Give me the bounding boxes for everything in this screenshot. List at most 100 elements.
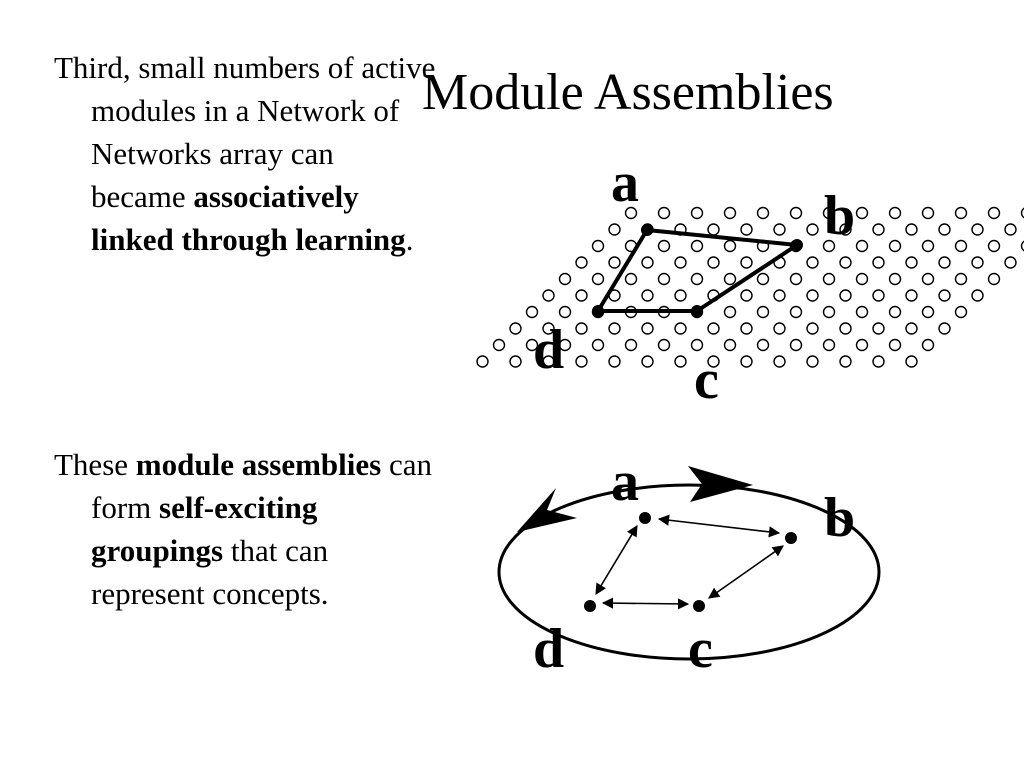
lattice-module (888, 272, 902, 286)
lattice-module (921, 239, 935, 253)
lattice-module (888, 206, 902, 220)
lattice-module (938, 322, 951, 335)
p1-bold-1: associatively linked through learning (91, 179, 406, 257)
lattice-module (525, 338, 539, 352)
lattice-module (1004, 223, 1017, 236)
lattice-module (591, 338, 605, 352)
link-b-c (708, 545, 784, 599)
lattice-module (608, 355, 621, 368)
lattice-module (822, 206, 836, 220)
lattice-module (806, 223, 819, 236)
lattice-module (789, 206, 803, 220)
bottom-label-d: d (533, 618, 564, 680)
p2-text-1: These (54, 447, 136, 482)
lattice-module (624, 206, 638, 220)
lattice-module (971, 256, 984, 269)
lattice-module (542, 355, 555, 368)
loop-arrowhead-top (688, 466, 753, 502)
lattice-module (690, 338, 704, 352)
lattice-module (740, 355, 753, 368)
p2-bold-2: self-exciting groupings (91, 490, 318, 568)
lattice-module (938, 223, 951, 236)
bullet-paragraph-1: Third, small numbers of active modules i… (54, 46, 436, 261)
lattice-module (674, 322, 687, 335)
lattice-module (971, 223, 984, 236)
lattice-module (624, 338, 638, 352)
lattice-module (723, 305, 737, 319)
lattice-module (641, 289, 654, 302)
lattice-module (575, 355, 588, 368)
lattice-module (641, 256, 654, 269)
lattice-module (855, 272, 869, 286)
lattice-module (707, 223, 720, 236)
node-b (791, 239, 803, 251)
p2-bold-1: module assemblies (135, 447, 382, 482)
lattice-module (690, 239, 704, 253)
lattice-module (987, 272, 1001, 286)
loop-ellipse (497, 483, 881, 661)
bottom-label-c: c (688, 618, 713, 680)
lattice-module (971, 289, 984, 302)
lattice-module (921, 338, 935, 352)
lattice-module (855, 239, 869, 253)
lattice-module (921, 305, 935, 319)
lattice-module (1004, 256, 1017, 269)
self-exciting-loop (497, 466, 881, 661)
lattice-module (921, 206, 935, 220)
lattice-module (938, 256, 951, 269)
node-a (641, 224, 653, 236)
lattice-module (657, 272, 671, 286)
lattice-module (558, 338, 572, 352)
lattice-module (476, 355, 489, 368)
lattice-module (839, 289, 852, 302)
lattice-module (789, 272, 803, 286)
lattice-module (707, 355, 720, 368)
lattice-module (773, 289, 786, 302)
lattice-module (954, 272, 968, 286)
lattice-module (773, 355, 786, 368)
lattice-module (509, 355, 522, 368)
p1-text-1: Third, small numbers of active modules i… (54, 50, 436, 214)
lattice-module (542, 322, 555, 335)
lattice-module (707, 256, 720, 269)
lattice-module (690, 206, 704, 220)
lattice-module (888, 338, 902, 352)
lattice-module (657, 206, 671, 220)
lattice-module (1020, 207, 1024, 219)
lattice-module (591, 272, 605, 286)
lattice-module (789, 338, 803, 352)
slide-title: Module Assemblies (422, 64, 834, 121)
lattice-module (872, 223, 885, 236)
lattice-module (839, 223, 852, 236)
p1-text-2: . (405, 222, 414, 257)
lattice-module (905, 289, 918, 302)
lattice-module (888, 305, 902, 319)
lattice-module (558, 305, 572, 319)
lattice-module (855, 206, 869, 220)
lattice-module (954, 239, 968, 253)
node-c (691, 305, 703, 317)
lattice-module (921, 272, 935, 286)
bottom-label-b: b (824, 487, 855, 549)
lattice-module (740, 322, 753, 335)
lattice-module (624, 272, 638, 286)
lattice-module (872, 355, 885, 368)
top-label-d: d (533, 319, 564, 381)
lattice-module (756, 206, 770, 220)
lattice-module (872, 256, 885, 269)
lattice-module (872, 289, 885, 302)
node-d (592, 305, 604, 317)
top-label-a: a (611, 152, 639, 214)
loop-node-b (785, 532, 797, 544)
lattice-module (723, 272, 737, 286)
lattice-module (575, 256, 588, 269)
lattice-module (608, 256, 621, 269)
lattice-module (492, 338, 506, 352)
lattice-module (822, 305, 836, 319)
lattice-module (905, 322, 918, 335)
lattice-module (608, 322, 621, 335)
lattice-module (839, 322, 852, 335)
lattice-module (641, 322, 654, 335)
